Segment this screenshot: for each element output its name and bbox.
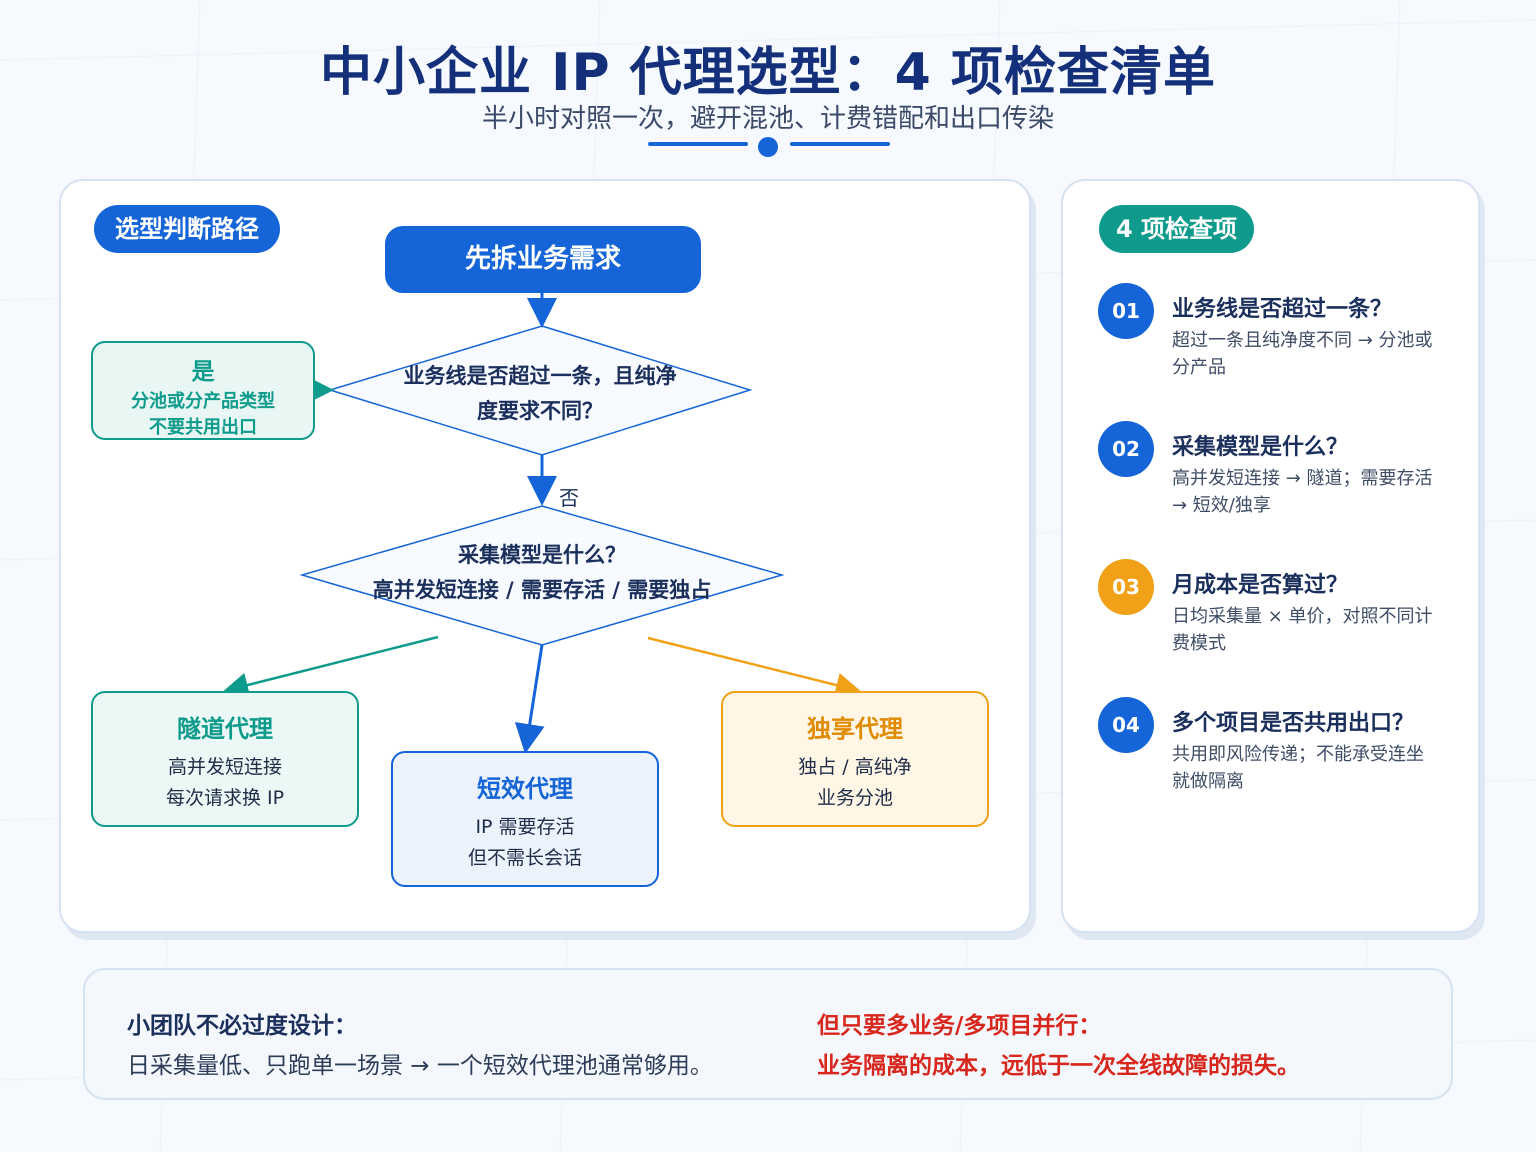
short-proxy-node: 短效代理 IP 需要存活 但不需长会话 (391, 751, 659, 887)
footer-left-text: 日采集量低、只跑单一场景 → 一个短效代理池通常够用。 (127, 1053, 713, 1079)
start-node: 先拆业务需求 (385, 226, 701, 293)
page-title: 中小企业 IP 代理选型：4 项检查清单 (320, 43, 1216, 103)
arrow-to-short (514, 644, 545, 754)
checklist-tag: 4 项检查项 (1099, 205, 1254, 253)
yes-node: 是 分池或分产品类型 不要共用出口 (91, 341, 315, 440)
dedicated-proxy-line2: 业务分池 (816, 787, 893, 809)
title-divider-left (648, 142, 748, 146)
footer-note: 小团队不必过度设计： 日采集量低、只跑单一场景 → 一个短效代理池通常够用。 但… (83, 968, 1453, 1100)
decision1-line2: 度要求不同？ (477, 399, 603, 423)
yes-node-line2: 不要共用出口 (149, 417, 257, 438)
decision2-text: 采集模型是什么？ 高并发短连接 / 需要存活 / 需要独占 (342, 538, 742, 608)
short-proxy-line2: 但不需长会话 (467, 847, 582, 869)
dedicated-proxy-title: 独享代理 (807, 715, 903, 743)
item-desc: 超过一条且纯净度不同 → 分池或分产品 (1172, 330, 1433, 378)
decision2-line2: 高并发短连接 / 需要存活 / 需要独占 (372, 578, 712, 602)
tunnel-proxy-line1: 高并发短连接 (167, 756, 282, 778)
arrow-to-dedicated (647, 636, 861, 698)
footer-right-title: 但只要多业务/多项目并行： (817, 1013, 1102, 1039)
decision1-line1: 业务线是否超过一条，且纯净 (403, 364, 677, 388)
tunnel-proxy-desc: 高并发短连接 每次请求换 IP (93, 752, 357, 814)
yes-node-title: 是 (191, 359, 215, 385)
start-node-label: 先拆业务需求 (464, 244, 621, 274)
item-desc: 日均采集量 × 单价，对照不同计费模式 (1172, 606, 1433, 654)
item-title: 月成本是否算过？ (1172, 573, 1349, 598)
item-title: 采集模型是什么？ (1172, 435, 1349, 460)
short-proxy-title: 短效代理 (477, 775, 573, 803)
yes-node-line1: 分池或分产品类型 (131, 391, 275, 412)
title-divider-dot (758, 137, 778, 157)
item-desc: 高并发短连接 → 隧道；需要存活 → 短效/独享 (1172, 468, 1433, 516)
footer-left-title: 小团队不必过度设计： (127, 1013, 357, 1039)
page-subtitle: 半小时对照一次，避开混池、计费错配和出口传染 (481, 104, 1054, 134)
title-divider-right (790, 142, 890, 146)
dedicated-proxy-node: 独享代理 独占 / 高纯净 业务分池 (721, 691, 989, 827)
dedicated-proxy-desc: 独占 / 高纯净 业务分池 (723, 752, 987, 814)
no-label: 否 (559, 486, 579, 510)
flow-panel-tag: 选型判断路径 (94, 205, 280, 253)
dedicated-proxy-line1: 独占 / 高纯净 (798, 756, 912, 778)
tunnel-proxy-title: 隧道代理 (177, 715, 273, 743)
item-title: 业务线是否超过一条？ (1172, 297, 1393, 322)
decision1-text: 业务线是否超过一条，且纯净 度要求不同？ (380, 359, 700, 429)
item-number-badge: 02 (1098, 421, 1154, 477)
short-proxy-line1: IP 需要存活 (475, 816, 575, 838)
item-number-badge: 03 (1098, 559, 1154, 615)
tunnel-proxy-node: 隧道代理 高并发短连接 每次请求换 IP (91, 691, 359, 827)
item-number-badge: 04 (1098, 697, 1154, 753)
tunnel-proxy-line2: 每次请求换 IP (165, 787, 285, 809)
arrow-to-tunnel (223, 635, 439, 698)
short-proxy-desc: IP 需要存活 但不需长会话 (393, 812, 657, 874)
decision2-line1: 采集模型是什么？ (458, 543, 626, 567)
item-title: 多个项目是否共用出口？ (1172, 711, 1415, 736)
item-number-badge: 01 (1098, 283, 1154, 339)
footer-right-text: 业务隔离的成本，远低于一次全线故障的损失。 (817, 1053, 1300, 1079)
item-desc: 共用即风险传递；不能承受连坐就做隔离 (1172, 744, 1424, 792)
